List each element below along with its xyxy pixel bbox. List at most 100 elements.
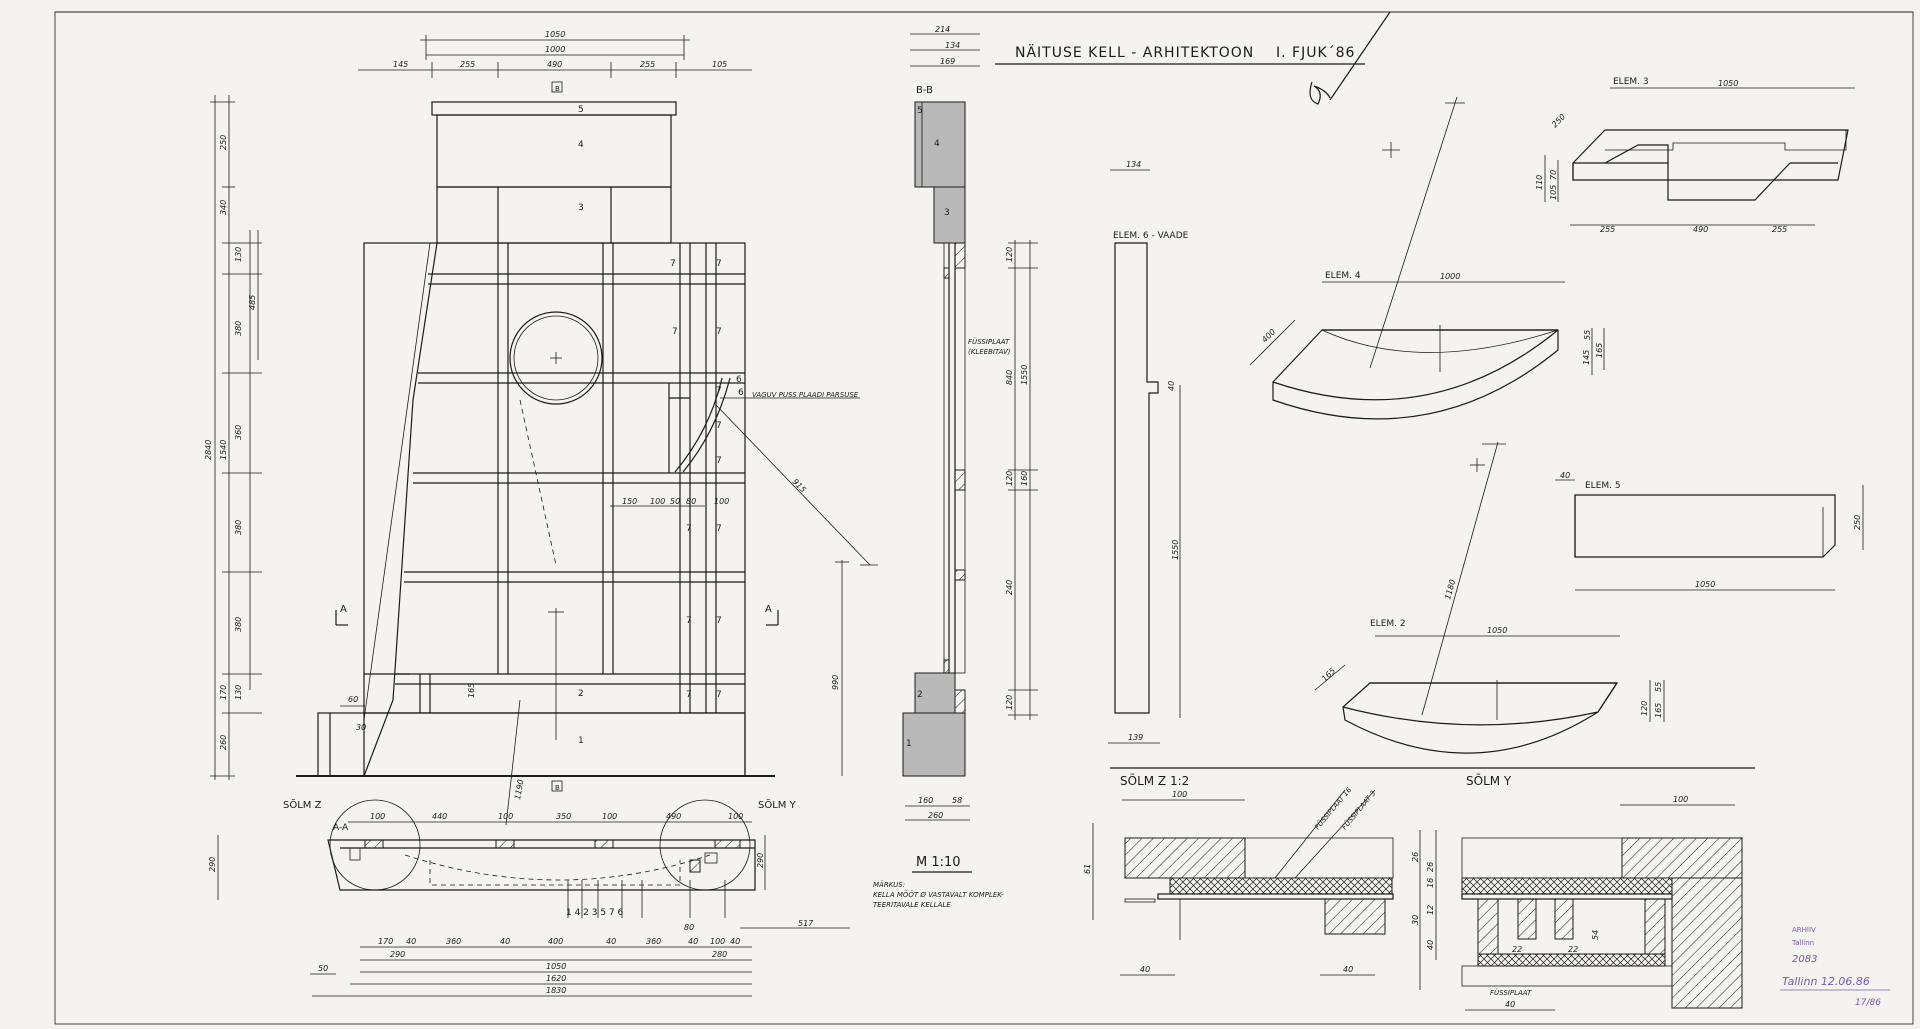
note-heading: MÄRKUS: — [873, 880, 905, 889]
element-5-view: ELEM. 5 1050 40 250 — [1555, 471, 1864, 591]
node-y-detail: SÕLM Y 100 26 16 26 30 12 40 22 22 54 FÜ… — [1411, 773, 1743, 1011]
dim-1620: 1620 — [546, 974, 566, 983]
dim-61: 61 — [1083, 864, 1092, 874]
dim-145: 145 — [393, 60, 408, 69]
part-number-3: 3 — [578, 203, 584, 213]
dim-340: 340 — [219, 200, 228, 215]
dim-100: 100 — [650, 497, 665, 506]
dim-100: 100 — [728, 812, 743, 821]
dim-165: 165 — [467, 683, 476, 698]
dim-105: 105 — [712, 60, 727, 69]
dim-440: 440 — [432, 812, 447, 821]
dim-1000: 1000 — [1440, 272, 1460, 281]
solm-z-detail-label: SÕLM Z 1:2 — [1120, 773, 1189, 788]
plan-section-aa: SÕLM Z SÕLM Y A-A 1190 100 440 100 350 1… — [208, 699, 850, 997]
dim-2840: 2840 — [204, 440, 213, 460]
elem-4-label: ELEM. 4 — [1325, 271, 1361, 281]
element-6-view: ELEM. 6 - VAADE 134 1550 40 139 — [1108, 160, 1189, 744]
dim-360: 360 — [234, 425, 243, 440]
dim-40: 40 — [730, 937, 740, 946]
cut-marker-b-bottom: B — [555, 784, 560, 792]
part-number-7: 7 — [716, 456, 722, 466]
dim-490: 490 — [547, 60, 562, 69]
stamp-line: Tallinn 12.06.86 — [1782, 975, 1870, 988]
dim-280: 280 — [712, 950, 727, 959]
dim-360: 360 — [646, 937, 661, 946]
dim-30: 30 — [356, 723, 366, 732]
left-vertical-dimensions: 2840 250 340 130 380 485 1540 360 380 38… — [204, 95, 262, 780]
dim-120: 120 — [1640, 701, 1649, 716]
dim-1050: 1050 — [1487, 626, 1507, 635]
dim-40: 40 — [1560, 471, 1570, 480]
dim-290: 290 — [208, 857, 217, 872]
dim-255: 255 — [1600, 225, 1615, 234]
part-number-7: 7 — [672, 327, 678, 337]
drawing-title: NÄITUSE KELL - ARHITEKTOON — [1015, 43, 1254, 61]
dim-80: 80 — [686, 497, 696, 506]
stamp-line: 17/86 — [1855, 998, 1881, 1008]
scale-label: M 1:10 — [916, 855, 961, 870]
part-number-2: 2 — [578, 689, 584, 699]
note-line: KELLA MÕÕT Ø VASTAVALT KOMPLEK- — [873, 890, 1004, 899]
clock-face-inner — [513, 315, 599, 401]
dim-40: 40 — [1505, 1000, 1515, 1009]
dim-110: 110 — [1535, 175, 1544, 190]
signature-mark — [1309, 81, 1331, 105]
stamp-line: Tallinn — [1791, 939, 1814, 947]
part-number-7: 7 — [686, 616, 692, 626]
part-number-3: 3 — [944, 208, 950, 218]
dim-100: 100 — [1172, 790, 1187, 799]
part-number-7: 7 — [716, 524, 722, 534]
dim-1050: 1050 — [546, 962, 566, 971]
dim-130: 130 — [234, 685, 243, 700]
dim-26: 26 — [1426, 862, 1435, 872]
dim-12: 12 — [1426, 905, 1435, 915]
dim-1000: 1000 — [545, 45, 565, 54]
dim-250: 250 — [219, 135, 228, 150]
plan-part-numbers: 1 4 2 3 5 7 6 — [566, 908, 624, 918]
dim-840: 840 — [1005, 370, 1014, 385]
dim-490: 490 — [1693, 225, 1708, 234]
dim-55: 55 — [1654, 682, 1663, 692]
dim-260: 260 — [928, 811, 943, 820]
solm-z-plan-label: SÕLM Z — [283, 798, 322, 811]
dim-40: 40 — [1167, 381, 1176, 391]
dim-1550: 1550 — [1020, 365, 1029, 385]
note-line: TEERITAVALE KELLALE — [873, 901, 951, 909]
dim-255: 255 — [460, 60, 475, 69]
part-number-7: 7 — [716, 421, 722, 431]
part-number-7: 7 — [686, 690, 692, 700]
part-number-4: 4 — [934, 139, 940, 149]
note-fussiplaat: FÜSSIPLAAT — [968, 337, 1010, 346]
dim-40: 40 — [688, 937, 698, 946]
part-number-7: 7 — [670, 259, 676, 269]
dim-1540: 1540 — [219, 440, 228, 460]
element-4-view: ELEM. 4 1000 400 145 165 55 — [1249, 96, 1605, 420]
dim-100: 100 — [1673, 795, 1688, 804]
dim-105: 105 — [1549, 185, 1558, 200]
elem-3-label: ELEM. 3 — [1613, 77, 1649, 87]
section-aa-label: A-A — [333, 823, 349, 833]
dim-139: 139 — [1128, 733, 1143, 742]
part-number-7: 7 — [716, 259, 722, 269]
dim-160: 160 — [1020, 471, 1029, 486]
part-number-6: 6 — [738, 388, 744, 398]
dim-120: 120 — [1005, 695, 1014, 710]
elem-2-label: ELEM. 2 — [1370, 619, 1406, 629]
dim-40: 40 — [1426, 940, 1435, 950]
dim-400: 400 — [1260, 327, 1277, 344]
dim-250: 250 — [1853, 515, 1862, 530]
dim-380: 380 — [234, 321, 243, 336]
dim-40: 40 — [1343, 965, 1353, 974]
dim-1050: 1050 — [1718, 79, 1738, 88]
scale-and-note: M 1:10 MÄRKUS: KELLA MÕÕT Ø VASTAVALT KO… — [873, 855, 1004, 909]
dim-100: 100 — [498, 812, 513, 821]
dim-1190: 1190 — [513, 779, 525, 801]
dim-54: 54 — [1591, 930, 1600, 940]
note-kleebitav: (KLEEBITAV) — [968, 348, 1011, 356]
dim-170: 170 — [219, 685, 228, 700]
dim-160: 160 — [918, 796, 933, 805]
dim-60: 60 — [348, 695, 358, 704]
part-number-5: 5 — [578, 105, 584, 115]
solm-y-plan-label: SÕLM Y — [758, 798, 797, 811]
